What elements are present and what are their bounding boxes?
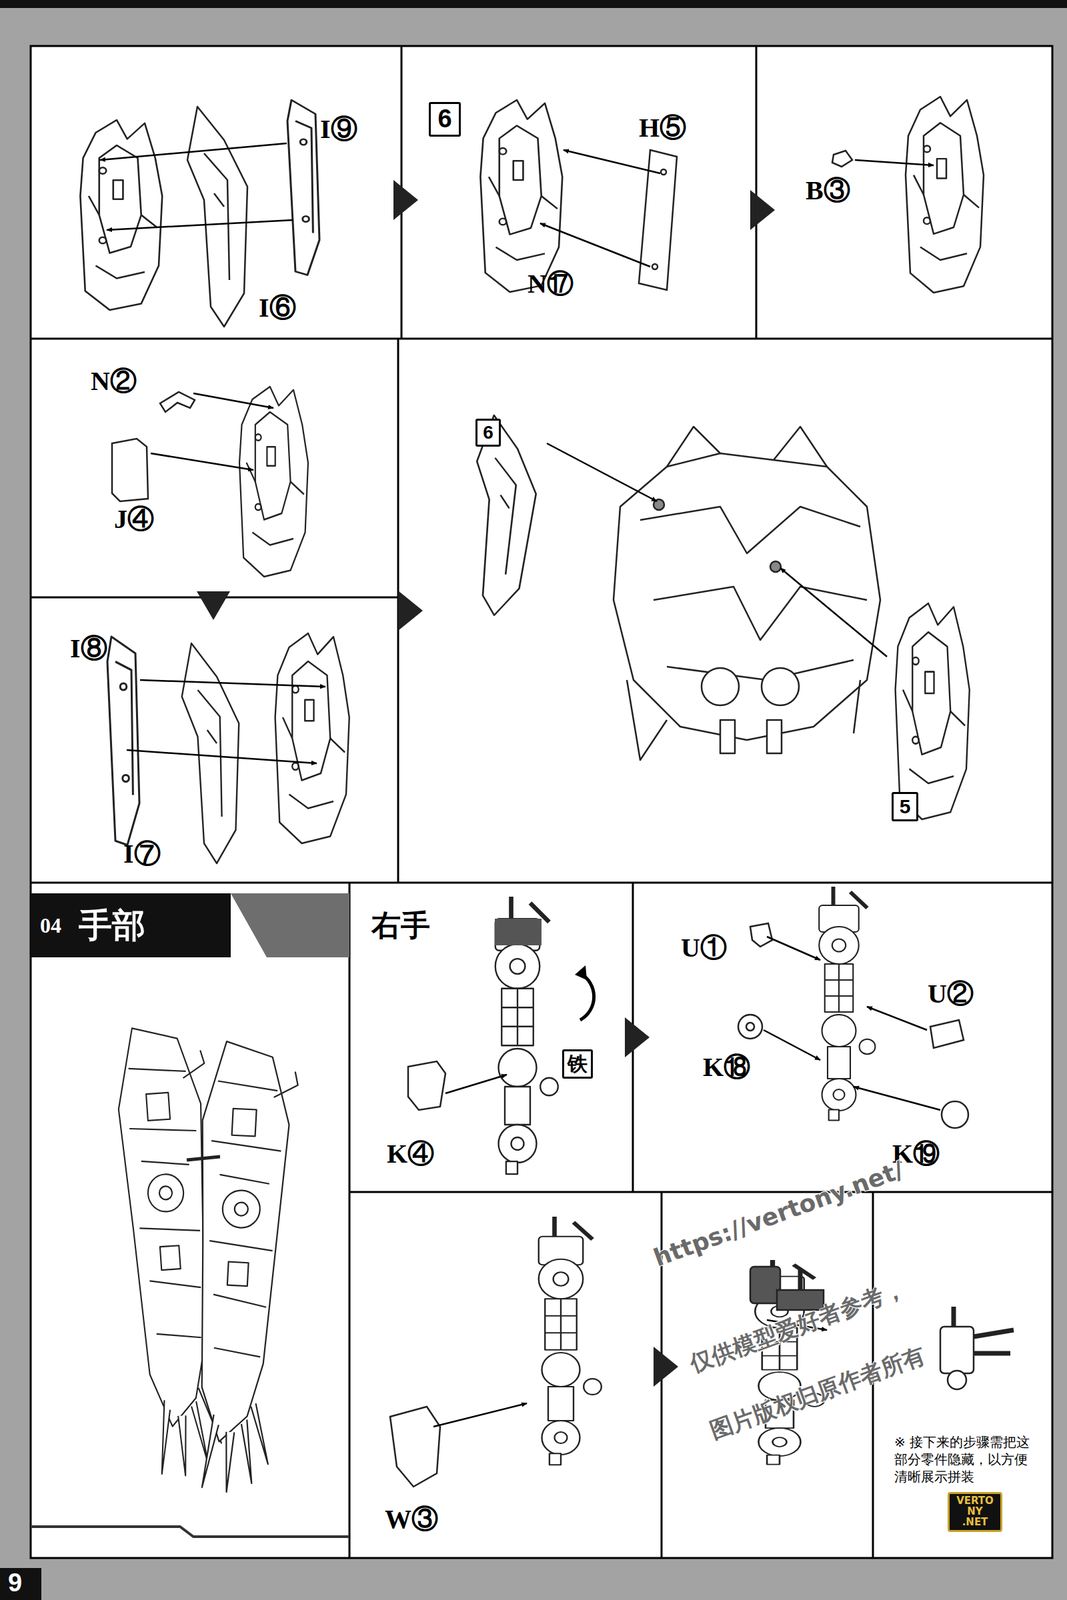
section-band: 04 手部 [30, 893, 231, 958]
part-number: W③ [384, 1505, 439, 1535]
part-number: I⑧ [70, 634, 108, 664]
logo-text: VERTONY .NET [954, 1496, 995, 1528]
step-number-box: 6 [428, 102, 461, 137]
step-number-box: 5 [891, 792, 919, 822]
page-number: 9 [8, 1569, 23, 1598]
logo-box: VERTONY .NET [947, 1492, 1003, 1533]
part-number: K④ [386, 1139, 435, 1170]
step-number: 6 [482, 422, 494, 443]
sub-heading: 右手 [371, 909, 431, 942]
step-number: 6 [437, 106, 452, 133]
part-number: I⑥ [258, 293, 297, 323]
part-number: K⑱ [702, 1052, 751, 1083]
part-number: B③ [805, 176, 851, 206]
step-number-box: 铁 [562, 1049, 593, 1080]
section-number: 04 [40, 913, 62, 939]
note-text: ※ 接下来的步骤需把这部分零件隐藏，以方便清晰展示拼装 [894, 1433, 1038, 1486]
step-number: 铁 [567, 1053, 588, 1076]
part-number: H⑤ [638, 113, 687, 143]
section-title: 手部 [78, 903, 146, 949]
part-number: N⑰ [527, 269, 574, 299]
part-number: U① [680, 933, 727, 963]
part-number: J④ [114, 504, 155, 535]
part-number: I⑦ [123, 839, 161, 869]
watermark: https://vertony.net/ [650, 1157, 907, 1272]
step-number-box: 6 [475, 418, 501, 447]
step-number: 5 [899, 796, 911, 818]
part-number: U② [927, 979, 974, 1009]
part-number: N② [90, 366, 137, 397]
part-number: I⑨ [320, 114, 358, 145]
